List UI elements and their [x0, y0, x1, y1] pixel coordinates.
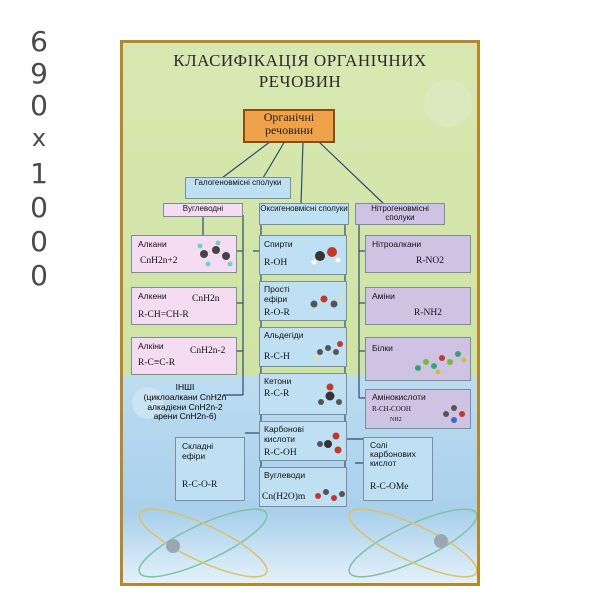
carbs-name: Вуглеводи	[264, 470, 306, 480]
dim-char: 0	[30, 89, 48, 122]
category-oxygen: Оксигеновмісні сполуки	[259, 203, 349, 225]
item-carbohydrates: Вуглеводи Cn(H2O)m	[259, 467, 347, 507]
item-alcohols: Спирти R-OH	[259, 235, 347, 275]
alcohols-name: Спирти	[264, 239, 293, 249]
salts-line3: кислот	[370, 458, 397, 468]
aldehydes-formula: R-C-H	[264, 352, 290, 362]
alkynes-formula: R-C≡C-R	[138, 358, 176, 368]
alkenes-general: CnH2n	[192, 294, 220, 304]
molecule-icon	[315, 489, 345, 501]
other-line2: (циклоалкани CnH2n	[143, 391, 227, 402]
item-alkanes: Алкани CnH2n+2	[131, 235, 237, 273]
item-carboxylic-acids: Карбонові кислоти R-C-OH	[259, 421, 347, 461]
page-title-line2: РЕЧОВИН	[258, 72, 342, 91]
molecule-icon	[314, 341, 343, 360]
acids-line2: кислоти	[264, 434, 295, 444]
alkenes-formula: R-CH=CH-R	[138, 310, 189, 320]
alkynes-name: Алкіни	[138, 341, 164, 351]
ketones-name: Кетони	[264, 376, 292, 386]
page-title: КЛАСИФІКАЦІЯ ОРГАНІЧНИХ	[173, 51, 427, 70]
dim-char: 1	[30, 157, 48, 190]
molecule-icon	[443, 405, 465, 423]
carbs-formula: Cn(H2O)m	[262, 492, 306, 502]
root-label-line1: Органічні	[263, 110, 315, 124]
salts-line2: карбонових	[370, 449, 416, 459]
item-nitroalkanes: Нітроалкани R-NO2	[365, 235, 471, 273]
item-proteins: Білки	[365, 337, 471, 381]
salts-formula: R-C-OMe	[370, 482, 409, 492]
dim-char: 6	[30, 25, 48, 58]
esters-line2: ефіри	[182, 451, 206, 461]
category-nitrogen: Нітрогеновмісні сполуки	[355, 203, 445, 225]
alcohols-formula: R-OH	[264, 258, 288, 268]
molecule-icon	[310, 295, 343, 308]
amines-name: Аміни	[372, 291, 395, 301]
salts-line1: Солі	[370, 440, 388, 450]
ethers-line2: ефіри	[264, 294, 288, 304]
amines-formula: R-NH2	[414, 308, 442, 318]
item-amines: Аміни R-NH2	[365, 287, 471, 325]
molecule-icon	[311, 247, 341, 265]
item-amino-acids: Амінокислоти R-CH-COOH NH2	[365, 389, 471, 429]
molecule-icon	[415, 351, 467, 375]
nitroalkanes-formula: R-NO2	[416, 256, 444, 266]
item-ketones: Кетони R-C-R	[259, 373, 347, 415]
molecule-icon	[197, 240, 233, 267]
aminoacids-name: Амінокислоти	[372, 392, 426, 402]
other-line3: алкадієни CnH2n-2	[147, 401, 223, 412]
root-box-organic-substances: Органічні речовини	[243, 109, 335, 143]
alkanes-formula: CnH2n+2	[140, 256, 178, 266]
aminoacids-sub: NH2	[390, 417, 402, 423]
item-ethers: Прості ефіри R-O-R	[259, 281, 347, 321]
dim-char: 0	[30, 225, 48, 258]
ketones-formula: R-C-R	[264, 389, 290, 399]
category-hydrocarbons: Вуглеводні	[163, 203, 243, 217]
alkynes-general: CnH2n-2	[190, 346, 226, 356]
molecule-icon	[318, 383, 342, 405]
dim-char: 0	[30, 191, 48, 224]
aldehydes-name: Альдегіди	[264, 330, 304, 340]
root-label-line2: речовини	[265, 123, 313, 138]
acids-formula: R-C-OH	[264, 448, 297, 458]
item-alkenes: Алкени CnH2n R-CH=CH-R	[131, 287, 237, 325]
dim-char: x	[31, 124, 47, 152]
proteins-name: Білки	[372, 343, 393, 353]
item-esters: Складні ефіри R-C-O-R	[175, 437, 245, 501]
dim-char: 0	[30, 259, 48, 292]
alkanes-name: Алкани	[138, 239, 167, 249]
molecule-icon	[317, 432, 342, 454]
category-halogen: Галогеновмісні сполуки	[185, 177, 291, 199]
esters-formula: R-C-O-R	[182, 480, 218, 490]
item-aldehydes: Альдегіди R-C-H	[259, 327, 347, 367]
acids-line1: Карбонові	[264, 424, 304, 434]
other-line4: арени CnH2n-6)	[153, 411, 217, 422]
item-alkynes: Алкіни CnH2n-2 R-C≡C-R	[131, 337, 237, 375]
other-line1: ІНШІ	[175, 382, 195, 392]
ethers-formula: R-O-R	[264, 308, 290, 318]
item-carboxylic-salts: Солі карбонових кислот R-C-OMe	[363, 437, 433, 501]
esters-line1: Складні	[182, 441, 214, 451]
ethers-line1: Прості	[264, 284, 290, 294]
nitroalkanes-name: Нітроалкани	[372, 239, 422, 249]
item-other: ІНШІ (циклоалкани CnH2n алкадієни CnH2n-…	[129, 382, 241, 422]
aminoacids-formula: R-CH-COOH	[372, 405, 411, 413]
poster: КЛАСИФІКАЦІЯ ОРГАНІЧНИХ РЕЧОВИН Органічн…	[120, 40, 480, 586]
alkenes-name: Алкени	[138, 291, 167, 301]
dim-char: 9	[30, 57, 48, 90]
